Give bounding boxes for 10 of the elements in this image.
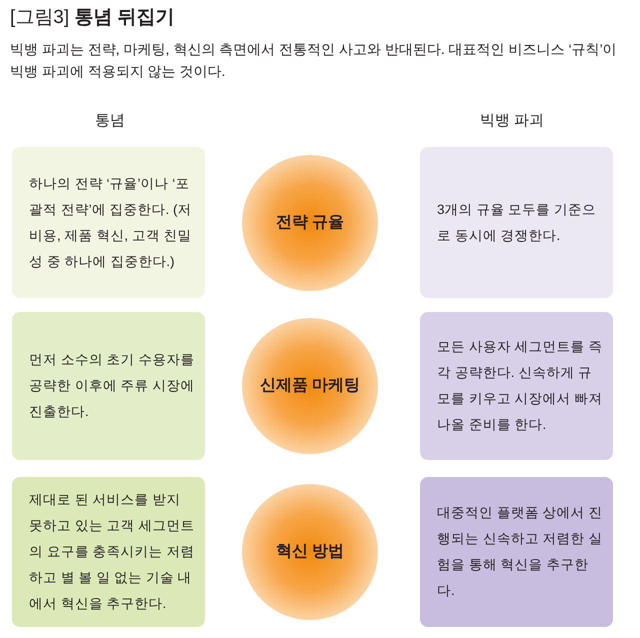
text-card: 하나의 전략 ‘규율’이나 ‘포괄적 전략’에 집중한다. (저비용, 제품 혁신, 고객 친밀성 중 하나에 집중한다.): [12, 147, 205, 298]
text-card: 먼저 소수의 초기 수용자를 공략한 이후에 주류 시장에 진출한다.: [12, 312, 205, 460]
text-card: 제대로 된 서비스를 받지 못하고 있는 고객 세그먼트의 요구를 충족시키는 저렴하고 별 볼 일 없는 기술 내에서 혁신을 추구한다.: [12, 477, 205, 627]
figure-title: [그림3] 통념 뒤집기: [10, 6, 175, 30]
text-card: 대중적인 플랫폼 상에서 진행되는 신속하고 저렴한 실험을 통해 혁신을 추구한다.: [420, 477, 613, 627]
column-heading: 통념: [94, 111, 126, 131]
text-card: 3개의 규율 모두를 기준으로 동시에 경쟁한다.: [420, 147, 613, 298]
text-card: 모든 사용자 세그먼트를 즉각 공략한다. 신속하게 규모를 키우고 시장에서 빠져나올 준비를 한다.: [420, 312, 613, 460]
intro-paragraph: 빅뱅 파괴는 전략, 마케팅, 혁신의 측면에서 전통적인 사고와 반대된다. 대표적인 비즈니스 ‘규칙’이 빅뱅 파괴에 적용되지 않는 것이다.: [10, 40, 618, 81]
column-heading: 빅뱅 파괴: [478, 111, 546, 131]
